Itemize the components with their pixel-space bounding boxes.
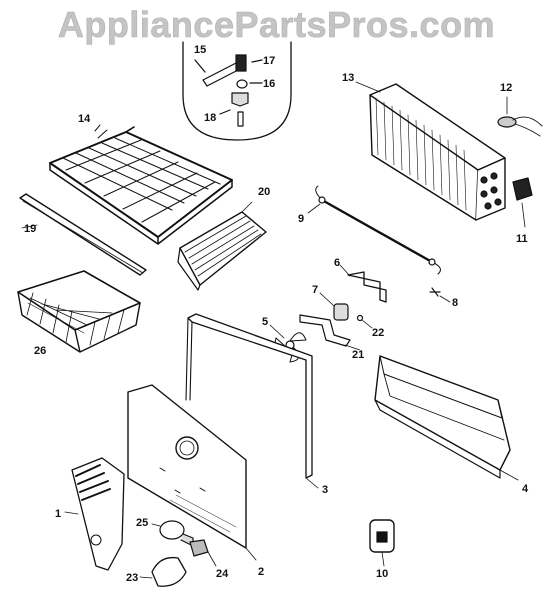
part-1-vent-housing	[64, 457, 125, 571]
part-14-wire-shelf	[49, 124, 233, 245]
part-20-evaporator-cover	[177, 201, 267, 291]
callout-12: 12	[500, 82, 513, 94]
callout-13: 13	[342, 72, 355, 84]
part-12-thermostat	[497, 96, 543, 137]
callout-5: 5	[262, 316, 269, 328]
inset-circle	[182, 41, 292, 141]
part-24-light-socket	[189, 539, 217, 567]
callout-1: 1	[55, 508, 62, 520]
part-11-sensor	[512, 177, 533, 228]
part-16-grommet	[236, 79, 248, 89]
callout-3: 3	[322, 484, 329, 496]
callout-26: 26	[34, 345, 47, 357]
callout-8: 8	[452, 297, 459, 309]
callout-17: 17	[263, 55, 276, 67]
callout-20: 20	[258, 186, 271, 198]
watermark-text: AppliancePartsPros.com	[57, 4, 496, 46]
callout-15: 15	[194, 44, 207, 56]
part-3-gasket	[185, 313, 319, 489]
part-4-drain-trough	[374, 355, 519, 481]
part-21-motor-bracket	[299, 314, 361, 351]
part-8-screw	[429, 287, 451, 303]
callout-11: 11	[516, 233, 528, 245]
callout-25: 25	[136, 517, 149, 529]
callout-22: 22	[372, 327, 385, 339]
part-6-bracket	[339, 264, 387, 303]
callout-23: 23	[126, 572, 139, 584]
callout-6: 6	[334, 257, 341, 269]
callout-7: 7	[312, 284, 319, 296]
callout-18: 18	[204, 112, 217, 124]
callout-14: 14	[78, 113, 91, 125]
part-10-switch	[369, 519, 395, 567]
callout-24: 24	[216, 568, 229, 580]
part-7-fan-motor	[319, 292, 349, 321]
part-18-clip	[231, 92, 249, 107]
callout-21: 21	[352, 349, 365, 361]
part-9-defrost-heater	[307, 185, 441, 275]
callout-19: 19	[24, 223, 37, 235]
callout-2: 2	[258, 566, 265, 578]
part-13-evaporator	[355, 81, 506, 221]
part-19-trim-strip	[19, 193, 147, 276]
callout-9: 9	[298, 213, 305, 225]
callout-10: 10	[376, 568, 389, 580]
part-2-rear-panel	[127, 384, 257, 561]
part-25-light-bulb	[151, 520, 194, 547]
callout-16: 16	[263, 78, 276, 90]
part-26-wire-basket	[17, 270, 141, 353]
part-22-grommet	[356, 314, 373, 329]
part-23-light-shield	[139, 556, 187, 587]
callout-4: 4	[522, 483, 529, 495]
